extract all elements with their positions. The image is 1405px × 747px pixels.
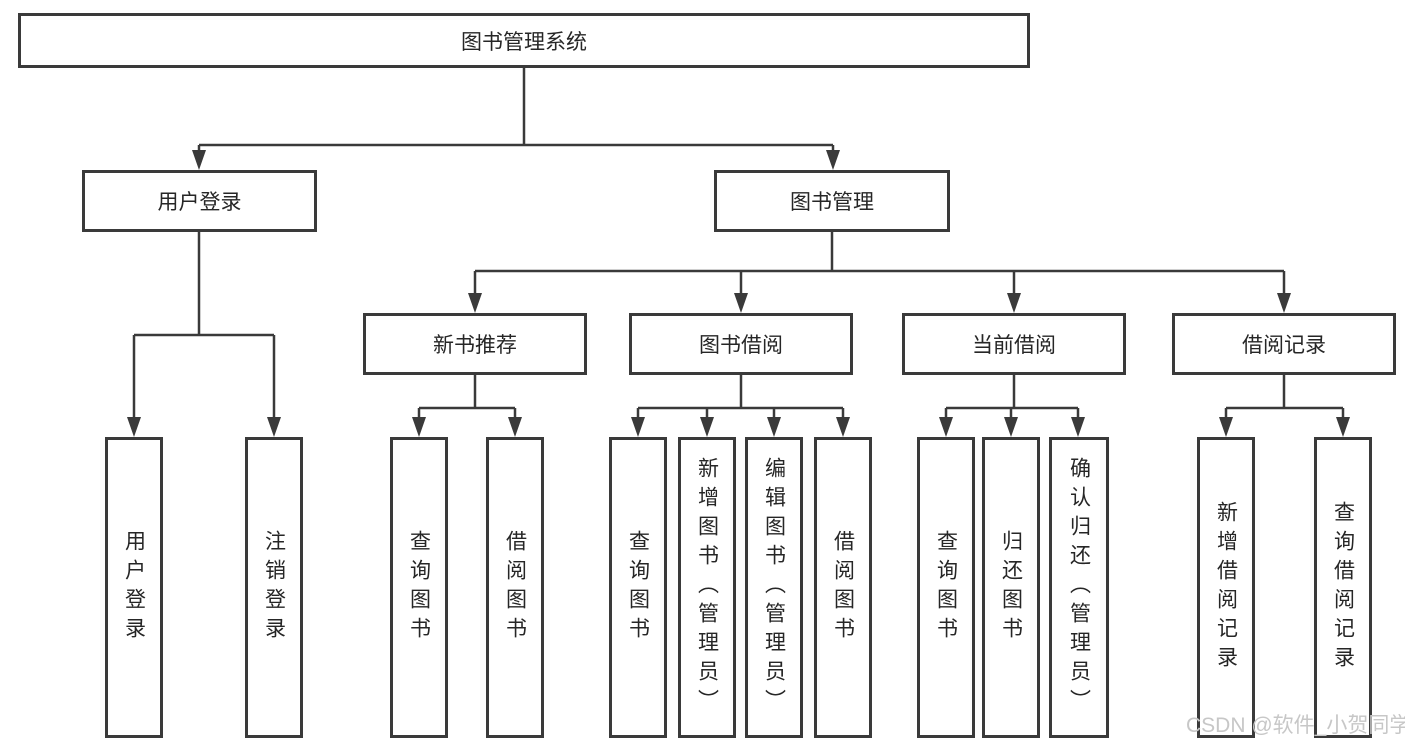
leaf-borrow-books-recommend: 借阅图书 (486, 437, 544, 738)
leaf-confirm-return-admin: 确认归还（管理员） (1049, 437, 1109, 738)
node-label: 用户登录 (157, 191, 242, 214)
node-label: 当前借阅 (972, 334, 1056, 357)
leaf-edit-book-admin: 编辑图书（管理员） (745, 437, 803, 738)
leaf-label: 用户登录 (122, 529, 146, 646)
leaf-query-books-recommend: 查询图书 (390, 437, 448, 738)
leaf-label: 查询图书 (407, 529, 431, 646)
leaf-return-book: 归还图书 (982, 437, 1040, 738)
leaf-logout: 注销登录 (245, 437, 303, 738)
leaf-user-login: 用户登录 (105, 437, 163, 738)
leaf-query-borrow-record: 查询借阅记录 (1314, 437, 1372, 738)
node-label: 图书管理系统 (461, 30, 587, 54)
node-book-borrow: 图书借阅 (629, 313, 853, 375)
node-book-management: 图书管理 (714, 170, 950, 232)
node-label: 新书推荐 (433, 334, 517, 357)
leaf-label: 查询借阅记录 (1331, 500, 1355, 675)
leaf-label: 新增图书（管理员） (695, 457, 719, 718)
leaf-label: 借阅图书 (831, 529, 855, 646)
node-library-management-system: 图书管理系统 (18, 13, 1030, 68)
node-user-login: 用户登录 (82, 170, 317, 232)
leaf-borrow-books: 借阅图书 (814, 437, 872, 738)
leaf-label: 归还图书 (999, 529, 1023, 646)
node-new-book-recommend: 新书推荐 (363, 313, 587, 375)
leaf-add-book-admin: 新增图书（管理员） (678, 437, 736, 738)
leaf-label: 注销登录 (262, 529, 286, 646)
node-current-borrow: 当前借阅 (902, 313, 1126, 375)
leaf-label: 新增借阅记录 (1214, 500, 1238, 675)
leaf-add-borrow-record: 新增借阅记录 (1197, 437, 1255, 738)
leaf-label: 查询图书 (626, 529, 650, 646)
leaf-query-books-borrow: 查询图书 (609, 437, 667, 738)
node-label: 图书借阅 (699, 334, 783, 357)
leaf-label: 查询图书 (934, 529, 958, 646)
csdn-watermark: CSDN @软件_小贺同学 (1186, 714, 1405, 737)
node-borrow-records: 借阅记录 (1172, 313, 1396, 375)
leaf-label: 编辑图书（管理员） (762, 457, 786, 718)
node-label: 借阅记录 (1242, 334, 1326, 357)
leaf-query-books-current: 查询图书 (917, 437, 975, 738)
node-label: 图书管理 (790, 191, 874, 214)
leaf-label: 确认归还（管理员） (1067, 457, 1091, 718)
leaf-label: 借阅图书 (503, 529, 527, 646)
